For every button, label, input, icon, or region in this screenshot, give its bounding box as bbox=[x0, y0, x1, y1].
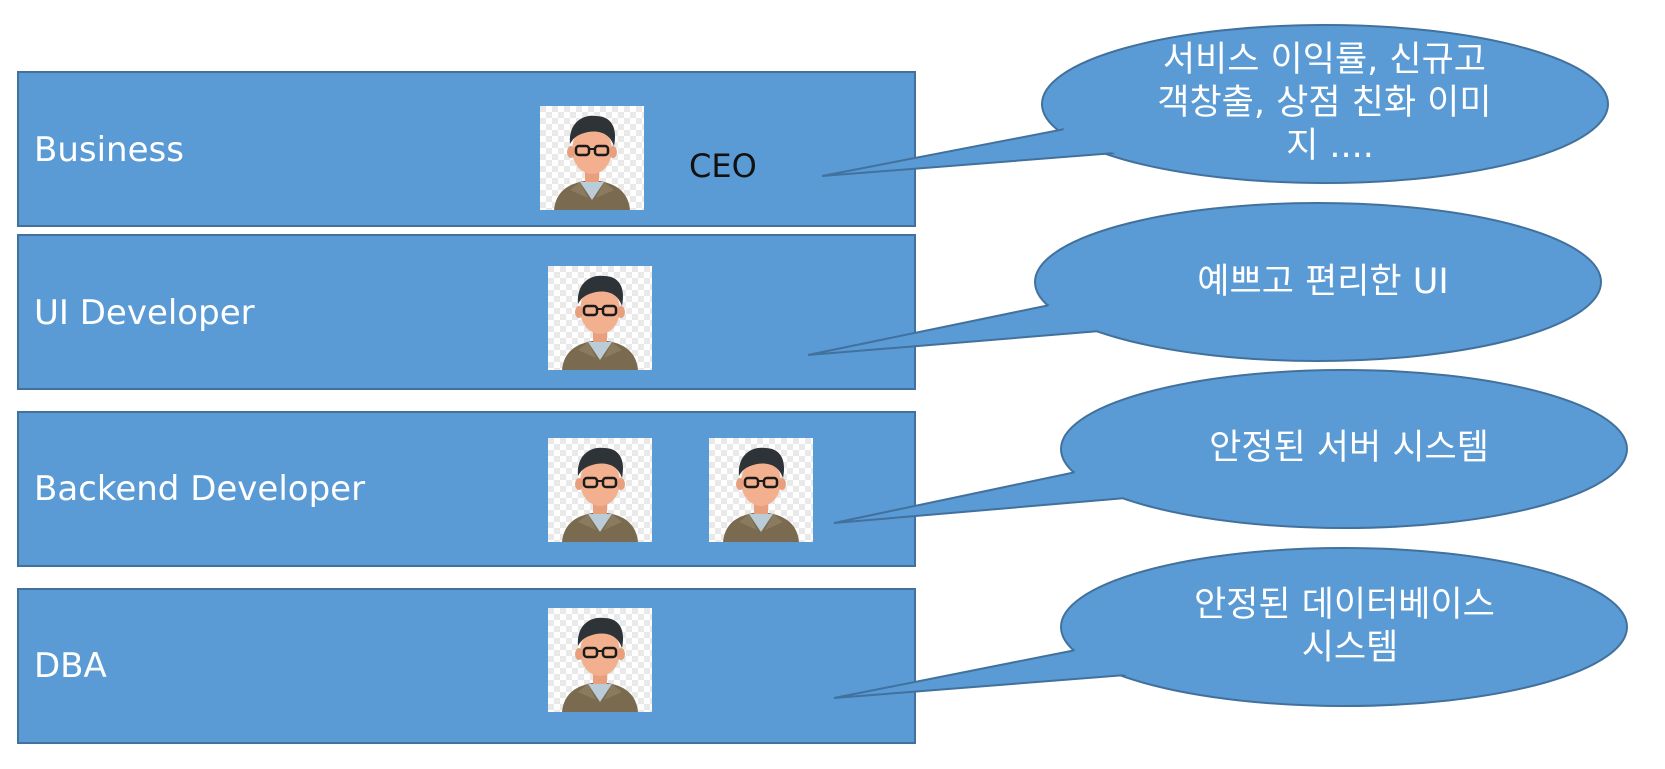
bubble-line: 지 .... bbox=[1286, 126, 1374, 166]
avatar bbox=[546, 436, 654, 544]
speech-bubble-business: 서비스 이익률, 신규고 객창출, 상점 친화 이미 지 .... bbox=[821, 24, 1609, 184]
role-band-ui-developer: UI Developer bbox=[17, 234, 916, 390]
role-label-dba: DBA bbox=[34, 646, 107, 686]
role-label-business: Business bbox=[34, 130, 184, 170]
bubble-line: 안정된 서버 시스템 bbox=[1209, 428, 1489, 468]
bubble-line: 안정된 데이터베이스 bbox=[1194, 585, 1495, 625]
bubble-line: 시스템 bbox=[1302, 628, 1399, 668]
speech-bubble-dba: 안정된 데이터베이스 시스템 bbox=[833, 547, 1628, 707]
role-band-backend-developer: Backend Developer bbox=[17, 411, 916, 567]
role-tag-ceo: CEO bbox=[689, 147, 757, 185]
bubble-line: 서비스 이익률, 신규고 bbox=[1163, 40, 1486, 80]
speech-bubble-backend-developer: 안정된 서버 시스템 bbox=[833, 369, 1628, 529]
avatar bbox=[538, 104, 646, 212]
avatar bbox=[546, 264, 654, 372]
bubble-text: 예쁘고 편리한 UI bbox=[1197, 262, 1448, 302]
avatar bbox=[707, 436, 815, 544]
speech-bubble-ui-developer: 예쁘고 편리한 UI bbox=[807, 202, 1602, 362]
role-label-backend-developer: Backend Developer bbox=[34, 469, 365, 509]
bubble-line: 객창출, 상점 친화 이미 bbox=[1157, 83, 1491, 123]
role-label-ui-developer: UI Developer bbox=[34, 293, 255, 333]
role-band-dba: DBA bbox=[17, 588, 916, 744]
avatar bbox=[546, 606, 654, 714]
bubble-text: 서비스 이익률, 신규고 객창출, 상점 친화 이미 지 .... bbox=[1157, 40, 1502, 166]
bubble-text: 안정된 데이터베이스 시스템 bbox=[1194, 585, 1506, 668]
role-band-business: Business CEO bbox=[17, 71, 916, 227]
bubble-text: 안정된 서버 시스템 bbox=[1209, 428, 1489, 468]
bubble-line: 예쁘고 편리한 UI bbox=[1197, 262, 1448, 302]
